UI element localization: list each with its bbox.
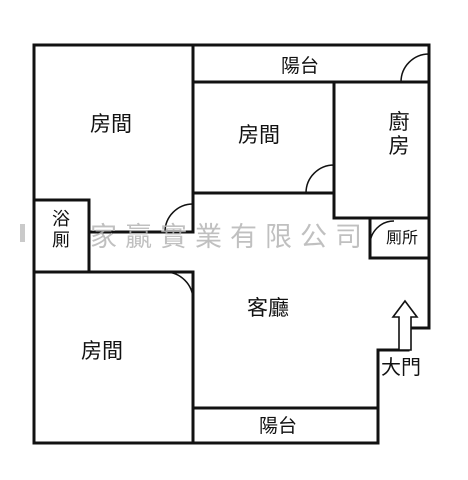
entrance-arrow-icon bbox=[391, 299, 419, 351]
door-arc-toilet bbox=[369, 220, 395, 246]
label-bathroom: 浴 厠 bbox=[48, 209, 74, 251]
label-bathroom-line2: 厠 bbox=[52, 229, 70, 251]
label-balcony-top: 陽台 bbox=[281, 55, 320, 77]
label-toilet: 厠所 bbox=[386, 228, 419, 247]
label-kitchen-line1: 廚 bbox=[388, 110, 410, 134]
wall-kitchen bbox=[332, 191, 431, 220]
wall-toilet bbox=[368, 216, 431, 260]
door-arc-bedroom-bottom-left bbox=[164, 271, 194, 301]
label-kitchen: 廚 房 bbox=[386, 110, 412, 158]
label-kitchen-line2: 房 bbox=[388, 134, 410, 159]
label-bedroom-bottom-left: 房間 bbox=[81, 339, 123, 363]
watermark-logo-icon bbox=[20, 224, 25, 242]
label-bedroom-top-left: 房間 bbox=[90, 112, 132, 136]
label-living-room: 客廳 bbox=[247, 296, 289, 320]
label-bathroom-line1: 浴 bbox=[52, 209, 70, 230]
label-main-door: 大門 bbox=[381, 355, 421, 379]
door-arc-bedroom-middle bbox=[305, 164, 335, 194]
wall-bathroom bbox=[32, 198, 91, 274]
label-balcony-bottom: 陽台 bbox=[259, 415, 298, 437]
label-bedroom-middle: 房間 bbox=[238, 123, 280, 147]
door-arc-balcony-top bbox=[400, 53, 430, 83]
door-arc-bedroom-top-left bbox=[164, 203, 194, 233]
